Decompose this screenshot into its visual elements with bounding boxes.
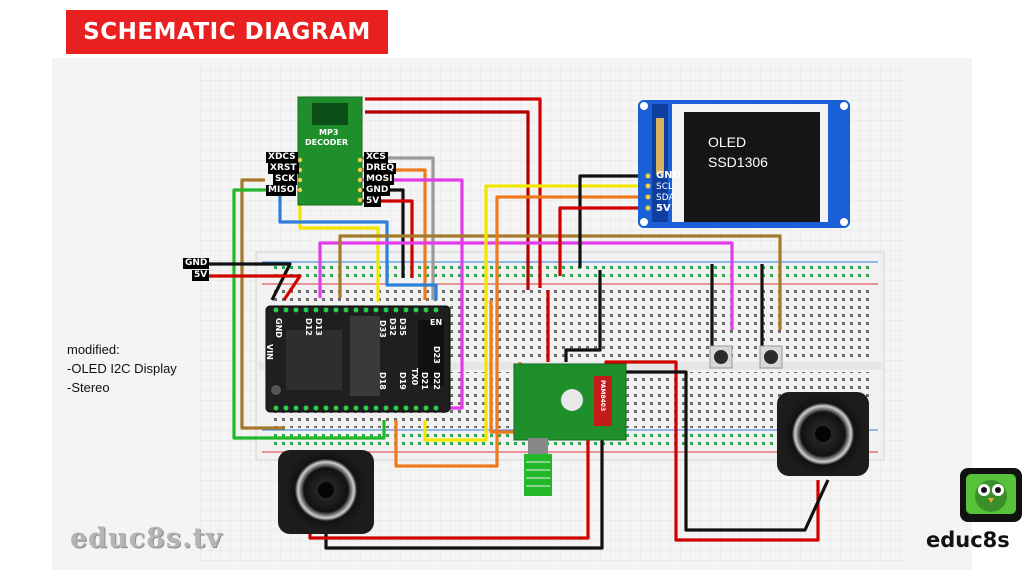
esp32-pin-d13: D13 [314, 318, 323, 336]
wire-red-mp3-5v [365, 97, 542, 288]
esp32-pin-tx0: TX0 [410, 368, 419, 386]
oled-title-line2: SSD1306 [708, 154, 768, 170]
wire-magenta-long [318, 241, 734, 330]
esp32-pin-vin: VIN [265, 344, 274, 360]
esp32-pin-d21: D21 [420, 372, 429, 390]
mp3-pin-gnd: GND [364, 185, 391, 196]
mp3-name-line1: MP3 [319, 128, 339, 137]
mp3-pin-xcs: XCS [364, 152, 388, 163]
esp32-pin-d35: D35 [398, 318, 407, 336]
power-label-gnd: GND [183, 258, 210, 269]
mp3-pin-dreq: DREQ [364, 163, 397, 174]
wire-orange-sda [394, 195, 645, 468]
amplifier-board [513, 363, 627, 496]
oled-pin-scl: SCL [656, 182, 674, 192]
wire-green-miso [232, 188, 386, 440]
wire-power-gnd [205, 262, 292, 301]
mp3-decoder-board [297, 96, 363, 206]
wire-darkred-mp3 [365, 110, 530, 290]
esp32-pin-en: EN [430, 318, 443, 327]
wire-red-oled-5v [558, 206, 645, 276]
wire-black-oled-gnd [578, 174, 645, 268]
wire-magenta-mosi [362, 178, 464, 410]
oled-pin-sda: SDA [656, 193, 675, 203]
esp32-board [265, 305, 451, 413]
wires [205, 97, 830, 550]
esp32-pin-d23: D23 [432, 346, 441, 364]
speakers [278, 392, 869, 534]
amp-label: PAM8403 [599, 380, 606, 412]
diagram-title: SCHEMATIC DIAGRAM [66, 10, 388, 54]
oled-pin-gnd: GND [656, 170, 681, 181]
esp32-pin-d18: D18 [378, 372, 387, 390]
esp32-pin-d19: D19 [398, 372, 407, 390]
note-line2: -OLED I2C Display [67, 361, 177, 376]
esp32-pin-d32: D32 [388, 318, 397, 336]
power-label-5v: 5V [192, 270, 210, 281]
modification-note: modified: -OLED I2C Display -Stereo [67, 340, 177, 397]
mp3-pin-mosi: MOSI [364, 174, 395, 185]
mp3-name-line2: DECODER [305, 138, 349, 147]
mp3-pin-sck: SCK [273, 174, 298, 185]
wire-power-5v [205, 274, 302, 301]
brand-watermark-left: educ8s.tv [70, 523, 223, 554]
mp3-pin-5v: 5V [364, 196, 382, 207]
esp32-pin-d33: D33 [378, 320, 387, 338]
wire-brown-xrst [240, 178, 285, 430]
esp32-pin-d12: D12 [304, 318, 313, 336]
note-line3: -Stereo [67, 380, 110, 395]
mp3-pin-xrst: XRST [268, 163, 299, 174]
oled-pin-5v: 5V [656, 203, 671, 214]
owl-logo [960, 468, 1022, 522]
esp32-pin-gnd: GND [274, 318, 283, 338]
wire-black-amp [564, 270, 602, 362]
push-buttons [709, 345, 783, 369]
brand-watermark-right: educ8s [926, 528, 1010, 552]
oled-module [638, 100, 850, 228]
mp3-pin-xdcs: XDCS [266, 152, 298, 163]
wire-black-speaker-r [614, 370, 830, 532]
wire-yellow-down [423, 190, 488, 442]
oled-title-line1: OLED [708, 134, 747, 150]
esp32-pin-d22: D22 [432, 372, 441, 390]
mp3-pin-miso: MISO [266, 185, 297, 196]
note-line1: modified: [67, 342, 120, 357]
